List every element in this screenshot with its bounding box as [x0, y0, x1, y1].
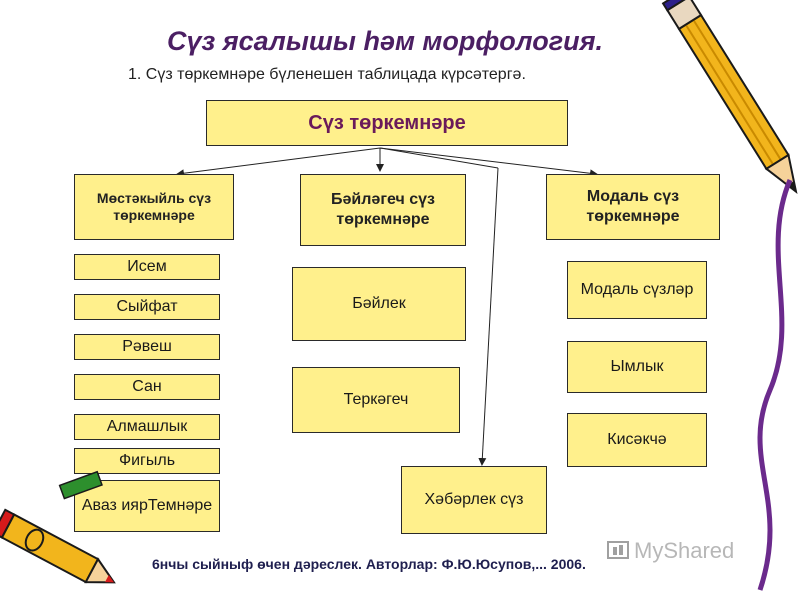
item-conjunction: Теркәгеч — [292, 367, 460, 433]
root-label: Сүз төркемнәре — [308, 111, 466, 134]
item-predicative-word: Хәбәрлек сүз — [401, 466, 547, 534]
category-independent-label: Мөстәкыйль сүз төркемнәре — [96, 189, 212, 224]
watermark-text: MyShared — [634, 538, 735, 563]
category-connective-box: Бәйләгеч сүз төркемнәре — [300, 174, 466, 246]
item-adjective: Сыйфат — [74, 294, 220, 320]
item-interjection: Ымлык — [567, 341, 707, 393]
item-adverb: Рәвеш — [74, 334, 220, 360]
item-numeral: Сан — [74, 374, 220, 400]
item-noun: Исем — [74, 254, 220, 280]
category-modal-label: Модаль сүз төркемнәре — [586, 188, 680, 225]
item-particle: Кисәкчә — [567, 413, 707, 467]
crayon-pencil-icon — [0, 508, 116, 584]
arrow-to-independent — [176, 147, 381, 178]
item-pronoun: Алмашлык — [74, 414, 220, 440]
item-onomatopoeia: Аваз иярТемнәре — [74, 480, 220, 532]
slide-subtitle: 1. Сүз төркемнәре бүленешен таблицада кү… — [128, 66, 526, 83]
item-modal-words: Модаль сүзләр — [567, 261, 707, 319]
slide-title: Сүз ясалышы һәм морфология. — [166, 26, 604, 56]
category-modal-box: Модаль сүз төркемнәре — [546, 174, 720, 240]
arrow-to-predicative-lower — [478, 167, 499, 466]
category-connective-label: Бәйләгеч сүз төркемнәре — [331, 191, 435, 228]
category-independent-box: Мөстәкыйль сүз төркемнәре — [74, 174, 234, 240]
pencil-icon — [661, 0, 798, 195]
swirl-decoration — [757, 179, 793, 591]
myshared-logo-icon — [607, 541, 629, 559]
pencil-icon — [58, 470, 103, 500]
item-postposition: Бәйлек — [292, 267, 466, 341]
item-verb: Фигыль — [74, 448, 220, 474]
root-box: Сүз төркемнәре — [206, 100, 568, 146]
arrow-to-predicative — [379, 147, 499, 169]
arrow-to-modal — [379, 147, 598, 178]
slide-footer: 6нчы сыйныф өчен дәреслек. Авторлар: Ф.Ю… — [152, 556, 586, 572]
